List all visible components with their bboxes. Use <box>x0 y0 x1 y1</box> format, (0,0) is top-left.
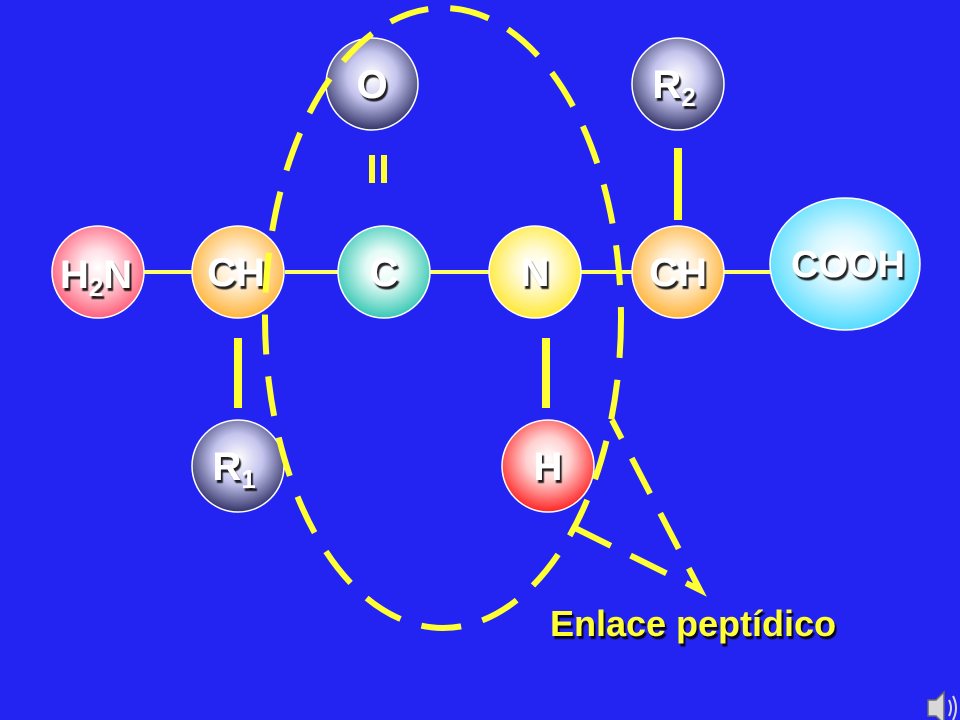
atom-amino: H2N <box>51 225 145 319</box>
speaker-icon-waves <box>948 695 957 720</box>
atom-hydrogen: H <box>501 419 595 513</box>
side-bonds <box>234 148 682 408</box>
atom-carbonyl-c-sphere <box>337 225 431 319</box>
atom-oxygen-label: O <box>356 63 387 107</box>
atom-amino-sphere <box>51 225 145 319</box>
atom-nitrogen-label: N <box>521 251 550 295</box>
atom-nitrogen: N <box>488 225 582 319</box>
atom-r2: R2 <box>631 37 725 131</box>
atom-amino-label-h: H <box>60 253 89 297</box>
atom-ch-right: CH <box>631 225 725 319</box>
atom-ch-left-label: CH <box>207 251 265 295</box>
speaker-icon[interactable] <box>927 690 957 720</box>
atom-ch-left: CH <box>191 225 285 319</box>
speaker-icon-body <box>927 690 945 720</box>
atom-carboxyl-sphere <box>769 197 921 331</box>
atom-oxygen: O <box>325 37 419 131</box>
atom-r2-label: R2 <box>652 63 695 112</box>
atom-amino-subscript: 2 <box>89 272 103 302</box>
atom-nitrogen-sphere <box>488 225 582 319</box>
peptide-bond-callout-line <box>573 418 707 597</box>
atom-carbonyl-c: C <box>337 225 431 319</box>
atom-r2-sphere <box>631 37 725 131</box>
peptide-bond-outline <box>262 5 707 631</box>
atom-amino-label-n: N <box>103 253 132 297</box>
atom-carbonyl-c-label: C <box>370 251 399 295</box>
atom-ch-left-sphere <box>191 225 285 319</box>
atom-r2-subscript: 2 <box>681 82 695 112</box>
atom-hydrogen-label: H <box>534 445 563 489</box>
double-bond-c-o <box>369 155 387 183</box>
atom-carboxyl: COOH <box>769 197 921 331</box>
atom-ch-right-label: CH <box>649 251 707 295</box>
atom-r1-subscript: 1 <box>241 464 255 494</box>
peptide-bond-label: Enlace peptídico <box>550 603 836 644</box>
atom-ch-right-sphere <box>631 225 725 319</box>
atom-r1: R1 <box>191 419 285 513</box>
atom-r2-label-r: R <box>652 63 681 107</box>
atom-r1-label: R1 <box>212 445 255 494</box>
peptide-bond-ellipse <box>262 5 624 631</box>
atom-amino-label: H2N <box>60 253 132 302</box>
atom-carboxyl-label: COOH <box>791 244 905 286</box>
atom-hydrogen-sphere <box>501 419 595 513</box>
atom-r1-label-r: R <box>212 445 241 489</box>
